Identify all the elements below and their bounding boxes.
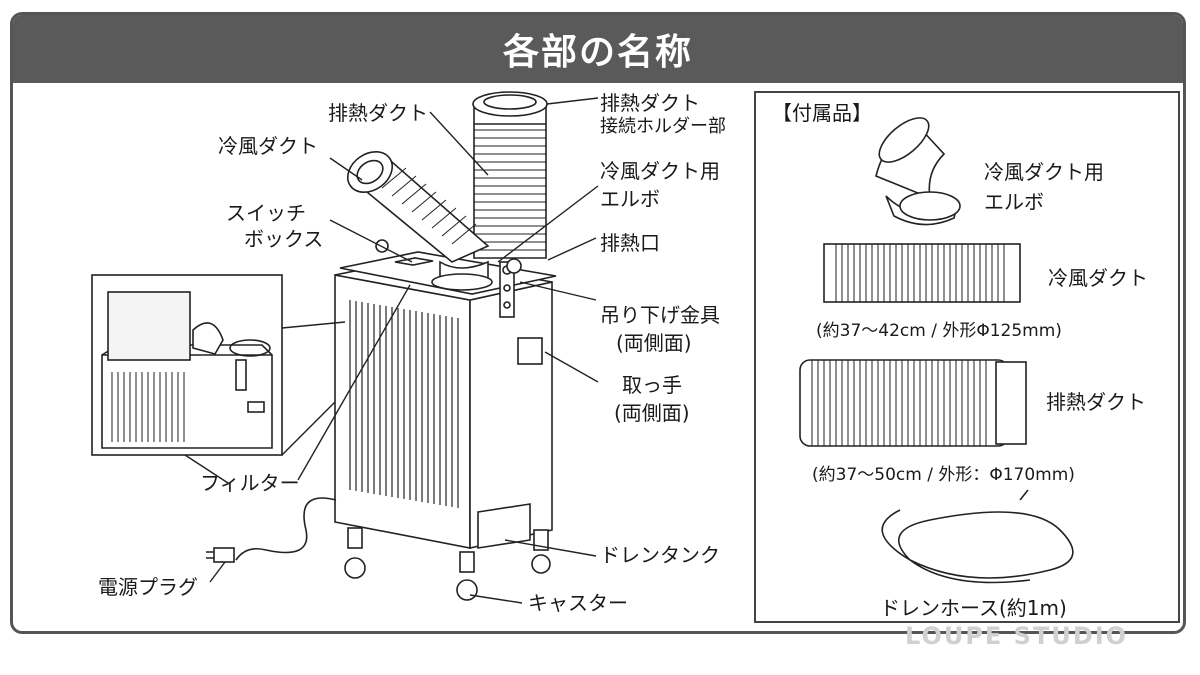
handle — [517, 337, 543, 365]
watermark: LOUPE STUDIO — [905, 622, 1129, 650]
label-filter: フィルター — [200, 471, 300, 495]
power-plug — [213, 547, 235, 563]
label-handle-1: 取っ手 — [622, 373, 682, 397]
page-title: 各部の名称 — [502, 32, 693, 73]
accessory-elbow-label-2: エルボ — [984, 190, 1044, 214]
inset-bracket — [235, 359, 247, 391]
label-caster: キャスター — [528, 591, 628, 615]
drain-tank — [477, 503, 531, 549]
accessory-elbow — [875, 117, 961, 226]
cold-duct-drawing — [346, 151, 493, 291]
accessory-drain-hose — [881, 489, 1074, 584]
accessory-cold-duct-note: (約37～42cm / 外形Φ125mm) — [816, 321, 1062, 341]
label-hanging-bracket-2: (両側面) — [616, 331, 692, 355]
label-exhaust-holder-2: 接続ホルダー部 — [600, 116, 726, 137]
label-hanging-bracket-1: 吊り下げ金具 — [600, 303, 720, 327]
accessory-drain-hose-label: ドレンホース(約1m) — [880, 596, 1067, 620]
label-switch-box-2: ボックス — [244, 227, 324, 251]
accessory-cold-duct — [823, 243, 1021, 303]
accessory-elbow-label-1: 冷風ダクト用 — [984, 160, 1104, 184]
label-exhaust-holder-1: 排熱ダクト — [600, 91, 700, 115]
leader-lines — [184, 97, 599, 604]
label-exhaust-port: 排熱口 — [600, 231, 660, 255]
label-switch-box-1: スイッチ — [226, 201, 306, 225]
title-bar: 各部の名称 — [13, 15, 1183, 83]
inset-unit — [101, 291, 273, 449]
accessory-exhaust-duct — [799, 359, 1027, 447]
accessory-exhaust-duct-label: 排熱ダクト — [1046, 390, 1146, 414]
accessory-exhaust-duct-note: (約37～50cm / 外形：Φ170mm) — [812, 465, 1075, 485]
label-exhaust-duct: 排熱ダクト — [328, 101, 428, 125]
accessories-heading: 【付属品】 — [772, 101, 872, 125]
label-power-plug: 電源プラグ — [98, 575, 198, 599]
label-cold-duct: 冷風ダクト — [218, 134, 318, 158]
filter-panel — [107, 291, 191, 361]
casters — [344, 527, 551, 601]
label-drain-tank: ドレンタンク — [600, 543, 720, 567]
accessories-box — [754, 91, 1180, 623]
exhaust-duct-drawing — [472, 91, 548, 259]
accessory-cold-duct-label: 冷風ダクト — [1048, 266, 1148, 290]
label-cold-elbow-1: 冷風ダクト用 — [600, 159, 720, 183]
power-cord — [206, 497, 337, 563]
label-handle-2: (両側面) — [614, 401, 690, 425]
label-cold-elbow-2: エルボ — [600, 187, 660, 211]
hanging-bracket — [499, 261, 515, 318]
